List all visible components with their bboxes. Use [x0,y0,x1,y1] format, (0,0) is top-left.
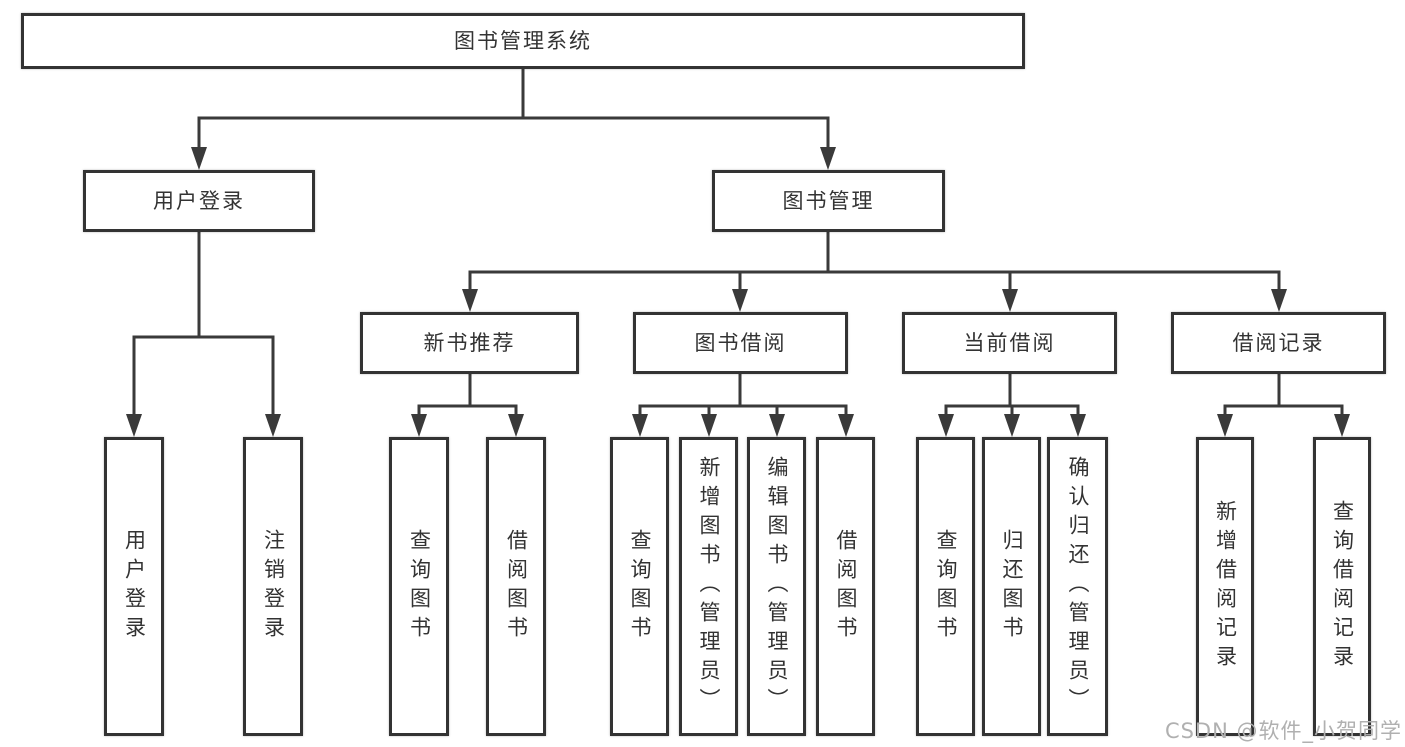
leaf-label: 归还图书 [1000,528,1024,645]
node-label: 图书管理系统 [454,28,592,53]
leaf-user-login: 用户登录 [104,437,164,736]
node-current-borrowing: 当前借阅 [902,312,1117,374]
leaf-confirm-return-admin: 确认归还（管理员） [1047,437,1108,736]
leaf-label: 查询图书 [407,528,432,645]
node-label: 图书管理 [782,188,875,213]
leaf-label: 查询借阅记录 [1330,499,1355,674]
node-label: 借阅记录 [1232,330,1325,355]
csdn-watermark: CSDN @软件_小贺同学 [1164,719,1402,743]
leaf-edit-book-admin: 编辑图书（管理员） [747,437,806,736]
leaf-label: 查询图书 [628,528,652,645]
leaf-label: 注销登录 [261,528,286,645]
leaf-label: 编辑图书（管理员） [765,456,789,717]
leaf-logout: 注销登录 [243,437,303,736]
leaf-add-book-admin: 新增图书（管理员） [679,437,738,736]
leaf-borrow-book: 借阅图书 [486,437,546,736]
node-root-system: 图书管理系统 [21,13,1025,69]
node-book-borrowing: 图书借阅 [633,312,848,374]
leaf-query-borrow-record: 查询借阅记录 [1313,437,1371,736]
leaf-label: 新增图书（管理员） [697,456,721,717]
leaf-query-book: 查询图书 [610,437,669,736]
leaf-label: 借阅图书 [834,528,858,645]
leaf-label: 查询图书 [934,528,958,645]
node-book-management: 图书管理 [712,170,945,232]
node-new-book-recommend: 新书推荐 [360,312,579,374]
leaf-query-book: 查询图书 [916,437,975,736]
leaf-borrow-book: 借阅图书 [816,437,875,736]
leaf-label: 新增借阅记录 [1213,499,1238,674]
leaf-label: 用户登录 [122,528,147,645]
node-borrow-records: 借阅记录 [1171,312,1386,374]
node-label: 当前借阅 [963,330,1056,355]
leaf-label: 确认归还（管理员） [1066,456,1090,717]
node-label: 用户登录 [153,188,245,213]
leaf-return-book: 归还图书 [982,437,1041,736]
leaf-label: 借阅图书 [504,528,529,645]
node-user-login: 用户登录 [83,170,315,232]
leaf-query-book: 查询图书 [389,437,449,736]
node-label: 图书借阅 [694,330,787,355]
leaf-add-borrow-record: 新增借阅记录 [1196,437,1254,736]
node-label: 新书推荐 [423,330,516,355]
